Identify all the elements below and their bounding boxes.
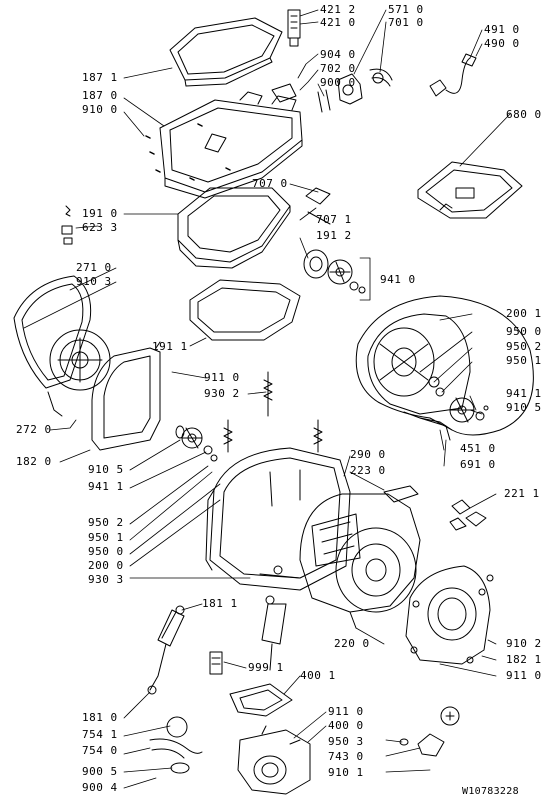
callout-707-1: 707 1 bbox=[316, 213, 352, 226]
callout-272-0: 272 0 bbox=[16, 423, 52, 436]
callout-182-1: 182 1 bbox=[506, 653, 542, 666]
callout-181-0: 181 0 bbox=[82, 711, 118, 724]
filter-999-part bbox=[209, 651, 223, 675]
callout-451-0: 451 0 bbox=[460, 442, 496, 455]
back-panel-part bbox=[417, 161, 523, 219]
callout-910-5-left: 910 5 bbox=[88, 463, 124, 476]
callout-930-2: 930 2 bbox=[204, 387, 240, 400]
pulley-191-2-part bbox=[303, 249, 366, 294]
valve-parts bbox=[271, 68, 393, 113]
callout-223-0: 223 0 bbox=[350, 464, 386, 477]
drain-pump-400-0-part bbox=[237, 725, 311, 795]
callout-754-1: 754 1 bbox=[82, 728, 118, 741]
damper-center-part bbox=[261, 595, 287, 671]
callout-950-0-left: 950 0 bbox=[88, 545, 124, 558]
callout-400-1: 400 1 bbox=[300, 669, 336, 682]
rear-panel-182-1-part bbox=[405, 565, 494, 665]
callout-941-1: 941 1 bbox=[506, 387, 542, 400]
callout-182-0: 182 0 bbox=[16, 455, 52, 468]
callout-623-3: 623 3 bbox=[82, 221, 118, 234]
callout-950-2: 950 2 bbox=[506, 340, 542, 353]
hose-754-part bbox=[149, 716, 203, 774]
callout-911-0: 911 0 bbox=[204, 371, 240, 384]
gasket-191-1-part bbox=[189, 279, 301, 341]
front-tub-half-200-0-part bbox=[205, 447, 351, 591]
callout-271-0: 271 0 bbox=[76, 261, 112, 274]
callout-910-3: 910 3 bbox=[76, 275, 112, 288]
rear-tub-220-part bbox=[299, 493, 421, 629]
callout-900-0: 900 0 bbox=[320, 76, 356, 89]
callout-571-0: 571 0 bbox=[388, 3, 424, 16]
callout-680-0: 680 0 bbox=[506, 108, 542, 121]
callout-930-3: 930 3 bbox=[88, 573, 124, 586]
callout-400-0: 400 0 bbox=[328, 719, 364, 732]
bearing-left-parts bbox=[175, 425, 218, 462]
screws-910-0 bbox=[145, 123, 231, 181]
callout-999-1: 999 1 bbox=[248, 661, 284, 674]
rear-tub-200-1-part bbox=[367, 313, 471, 441]
callout-421-2: 421 2 bbox=[320, 3, 356, 16]
callout-941-1-left: 941 1 bbox=[88, 480, 124, 493]
motor-743-part bbox=[399, 706, 460, 757]
pump-cover-400-1-part bbox=[229, 683, 293, 717]
callout-910-5: 910 5 bbox=[506, 401, 542, 414]
callout-910-0: 910 0 bbox=[82, 103, 118, 116]
callout-191-2: 191 2 bbox=[316, 229, 352, 242]
springs-930-2 bbox=[223, 371, 323, 453]
callout-900-5: 900 5 bbox=[82, 765, 118, 778]
damper-181-part bbox=[147, 605, 185, 695]
callout-950-1: 950 1 bbox=[506, 354, 542, 367]
callout-950-0: 950 0 bbox=[506, 325, 542, 338]
callout-220-0: 220 0 bbox=[334, 637, 370, 650]
callout-911-0-bottom: 911 0 bbox=[328, 705, 364, 718]
callout-701-0: 701 0 bbox=[388, 16, 424, 29]
callout-187-0: 187 0 bbox=[82, 89, 118, 102]
callout-200-1: 200 1 bbox=[506, 307, 542, 320]
control-panel-frame-part bbox=[169, 17, 283, 87]
callout-181-1: 181 1 bbox=[202, 597, 238, 610]
callout-191-1: 191 1 bbox=[152, 340, 188, 353]
callout-491-0: 491 0 bbox=[484, 23, 520, 36]
small-parts-623 bbox=[61, 205, 73, 245]
callout-191-0: 191 0 bbox=[82, 207, 118, 220]
door-ring-272-part bbox=[47, 329, 111, 417]
callout-900-4: 900 4 bbox=[82, 781, 118, 794]
front-panel-271-part bbox=[13, 275, 92, 389]
drawing-code: W10783228 bbox=[462, 786, 519, 797]
callout-290-0: 290 0 bbox=[350, 448, 386, 461]
callout-910-1: 910 1 bbox=[328, 766, 364, 779]
callout-910-2: 910 2 bbox=[506, 637, 542, 650]
callout-200-0: 200 0 bbox=[88, 559, 124, 572]
callout-950-2-left: 950 2 bbox=[88, 516, 124, 529]
rear-tub-assembly-outline bbox=[355, 295, 534, 436]
callout-904-0: 904 0 bbox=[320, 48, 356, 61]
leader-lines bbox=[23, 9, 511, 789]
callout-707-0: 707 0 bbox=[252, 177, 288, 190]
callout-911-0-right: 911 0 bbox=[506, 669, 542, 682]
callout-421-0: 421 0 bbox=[320, 16, 356, 29]
callout-691-0: 691 0 bbox=[460, 458, 496, 471]
tub-ring-top-part bbox=[177, 187, 291, 269]
callout-702-0: 702 0 bbox=[320, 62, 356, 75]
pulley-941-1-right bbox=[449, 397, 489, 423]
power-cord-part bbox=[429, 53, 477, 97]
callout-941-0: 941 0 bbox=[380, 273, 416, 286]
callout-754-0: 754 0 bbox=[82, 744, 118, 757]
callout-187-1: 187 1 bbox=[82, 71, 118, 84]
callout-221-1: 221 1 bbox=[504, 487, 540, 500]
callout-743-0: 743 0 bbox=[328, 750, 364, 763]
callout-950-1-left: 950 1 bbox=[88, 531, 124, 544]
callout-950-3: 950 3 bbox=[328, 735, 364, 748]
pressure-switch-part bbox=[287, 9, 301, 47]
callout-490-0: 490 0 bbox=[484, 37, 520, 50]
front-shell-182-part bbox=[91, 341, 161, 451]
